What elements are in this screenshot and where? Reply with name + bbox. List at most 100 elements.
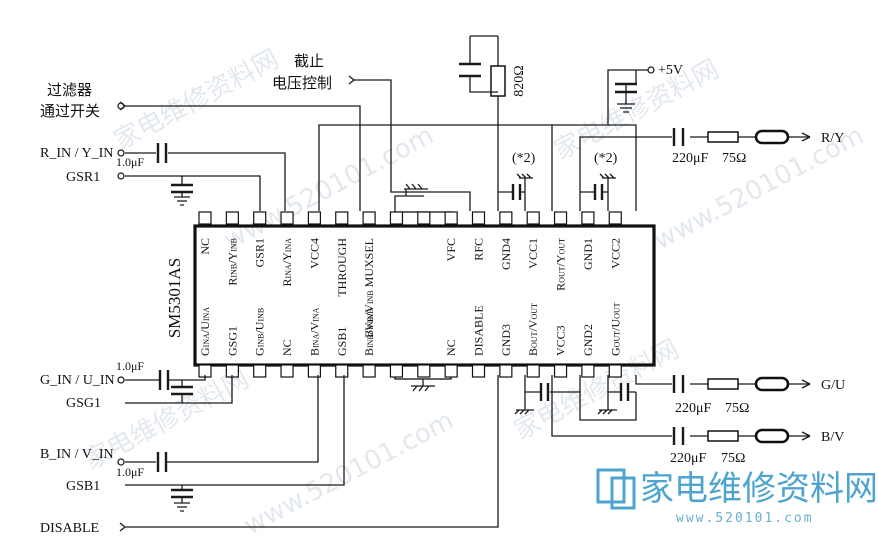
r-in-terminal — [117, 149, 125, 157]
top-pin — [499, 211, 513, 225]
supply-label: +5V — [658, 63, 683, 78]
bottom-pin-label: GINA/UINA — [198, 307, 212, 356]
top-pin-label: VCC1 — [526, 238, 540, 269]
g-in-wire — [125, 375, 206, 381]
muxsel-ground — [394, 183, 428, 212]
gsb1-label: GSB1 — [66, 479, 100, 494]
top-pin — [362, 211, 376, 225]
brand-name: 家电维修资料网 — [640, 469, 878, 509]
bottom-pin-label: BINB/VINB — [362, 308, 376, 356]
top-pin — [553, 211, 568, 225]
top-pin-label: RINB/YINB — [225, 238, 239, 286]
b-out-resistor — [707, 430, 739, 442]
ic-part-number: SM5301AS — [165, 258, 184, 338]
supply-capacitor — [615, 82, 637, 94]
top-pin — [389, 211, 404, 225]
resistor-820-value: 820Ω — [512, 65, 527, 96]
top-pin-label: VCC2 — [608, 238, 622, 269]
g-out-cap-value: 220μF — [675, 401, 712, 416]
g-out-res-value: 75Ω — [725, 401, 749, 416]
top-pin — [307, 211, 321, 225]
gnd1-note: (*2) — [594, 151, 618, 166]
bottom-pin — [389, 364, 404, 378]
g-out-arrow — [801, 379, 811, 389]
r-out-resistor — [707, 131, 739, 143]
bottom-pin-label: DISABLE — [472, 305, 486, 356]
cutoff-arrow — [348, 75, 355, 85]
g-out-capacitor — [672, 375, 685, 393]
gsr1-capacitor — [171, 183, 193, 194]
watermark-text: 家电维修资料网 — [109, 44, 284, 156]
brand-logo: 家电维修资料网 www.520101.com — [596, 468, 878, 526]
r-in-cap-value: 1.0μF — [116, 155, 144, 169]
bottom-pin — [499, 364, 513, 378]
filter-switch-arrow — [119, 101, 126, 111]
top-pin — [280, 211, 294, 225]
gsr1-wire — [125, 175, 261, 211]
supply-ground — [617, 103, 635, 113]
r-out-wire — [579, 136, 810, 211]
g-in-terminal — [117, 376, 125, 384]
top-pin — [444, 211, 458, 225]
gnd1-ground — [599, 173, 616, 179]
top-pin-label: THROUGH — [335, 238, 349, 297]
b-in-capacitor — [156, 452, 168, 472]
rfc-cap-wire — [469, 35, 498, 93]
disable-label: DISABLE — [40, 521, 99, 536]
bottom-pin-label: NC — [280, 339, 294, 356]
top-pin — [335, 211, 349, 225]
b-in-wire — [125, 375, 319, 463]
top-pin-label: VFC — [444, 238, 458, 261]
bottom-pin — [280, 364, 294, 378]
gnd2-capacitor — [619, 383, 630, 401]
bottom-pin — [471, 364, 486, 378]
top-pin-label: VCC4 — [307, 238, 321, 269]
bottom-pin — [581, 364, 595, 378]
disable-wire — [125, 375, 499, 528]
bottom-pin — [444, 364, 458, 378]
bottom-pin — [417, 364, 431, 378]
g-in-label: G_IN / U_IN — [40, 373, 115, 388]
b-out-cap-value: 220μF — [670, 451, 707, 466]
top-pin-label: GND1 — [581, 238, 595, 270]
bottom-pin — [362, 364, 376, 378]
g-out-label: G/U — [821, 378, 845, 393]
cutoff-control-wire — [354, 79, 471, 211]
gsr1-label: GSR1 — [66, 170, 100, 185]
top-pin-label: ROUT/YOUT — [554, 238, 568, 291]
top-pin-label: GSR1 — [253, 238, 267, 267]
resistor-820 — [490, 65, 506, 97]
bottom-pin — [307, 364, 321, 378]
top-pin — [608, 211, 622, 225]
brand-logo-icon-back — [610, 476, 636, 510]
top-pin — [471, 211, 486, 225]
bottom-pin — [553, 364, 568, 378]
bottom-pin-label: GND2 — [581, 324, 595, 356]
top-pin-label: BINB/VINB MUXSEL — [362, 238, 376, 338]
bottom-pin-label: GND3 — [499, 324, 513, 356]
gnd4-note: (*2) — [512, 151, 536, 166]
bottom-pin-label: GINB/UINB — [253, 308, 267, 356]
gnd1-capacitor — [593, 184, 604, 200]
disable-arrow — [119, 522, 126, 532]
brand-url: www.520101.com — [676, 511, 814, 526]
b-out-wire — [551, 375, 810, 437]
r-in-capacitor — [156, 143, 168, 163]
g-out-coax — [754, 376, 790, 392]
top-pin-label: NC — [198, 238, 212, 255]
b-in-terminal — [117, 458, 125, 466]
bottom-pin — [253, 364, 267, 378]
watermark-text: www.520101.com — [219, 120, 439, 256]
b-out-arrow — [801, 431, 811, 441]
rfc-capacitor — [459, 62, 481, 78]
b-out-res-value: 75Ω — [721, 451, 745, 466]
gsb1-ground — [174, 497, 190, 512]
bottom-pin-label: VCC3 — [554, 325, 568, 356]
r-out-label: R/Y — [821, 131, 844, 146]
bottom-pin-label: GSG1 — [225, 326, 239, 356]
g-out-wire — [635, 375, 810, 385]
